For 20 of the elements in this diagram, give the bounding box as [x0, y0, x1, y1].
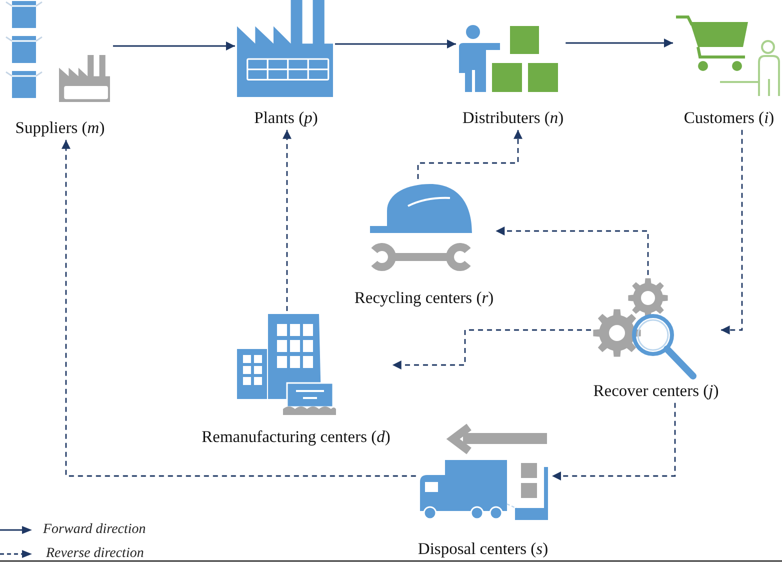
dashed-arrow [552, 402, 676, 480]
legend-text: Reverse direction [46, 546, 144, 562]
node-label: Recycling centers (r) [354, 288, 494, 308]
dashed-arrow [496, 226, 649, 275]
node-label: Recover centers (j) [593, 381, 719, 401]
dashed-arrow [62, 140, 416, 477]
node-label: Plants (p) [254, 108, 318, 128]
dashed-arrow [417, 130, 522, 179]
arrow [335, 40, 456, 48]
arrow [566, 38, 673, 48]
node-label: Customers (i) [684, 108, 774, 128]
legend-text: Forward direction [43, 522, 146, 538]
node-label: Distributers (n) [462, 108, 564, 128]
dashed-arrow [282, 130, 292, 311]
node-label: Disposal centers (s) [418, 539, 548, 559]
dashed-arrow [392, 329, 591, 370]
node-label: Suppliers (m) [15, 118, 105, 138]
dashed-arrow [720, 130, 743, 334]
arrow [113, 42, 235, 50]
node-label: Remanufacturing centers (d) [202, 427, 390, 447]
